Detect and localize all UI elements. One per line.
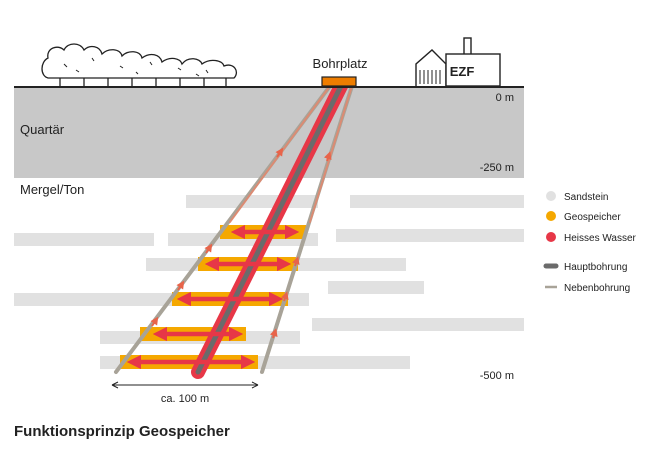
trees-icon — [41, 43, 238, 86]
ezf-label: EZF — [450, 64, 475, 79]
depth-label-bottom: -500 m — [480, 370, 514, 382]
sandstone-band — [350, 195, 524, 208]
legend-marker-sandstone — [546, 191, 556, 201]
legend: Sandstein Geospeicher Heisses Wasser Hau… — [543, 191, 637, 294]
sandstone-band — [328, 281, 424, 294]
side-arrow-left — [204, 243, 213, 254]
side-arrow-left — [275, 147, 284, 158]
ezf-building-icon — [415, 37, 501, 87]
sandstone-band — [336, 229, 524, 242]
legend-label: Hauptbohrung — [564, 262, 627, 273]
sandstone-band — [186, 195, 318, 208]
side-arrow-left — [176, 280, 185, 291]
legend-marker-storage — [546, 211, 556, 221]
legend-marker-hot-water — [546, 232, 556, 242]
legend-label: Geospeicher — [564, 212, 621, 223]
drill-pad — [321, 76, 357, 87]
dimension-label: ca. 100 m — [161, 393, 209, 405]
side-arrow-left — [150, 316, 159, 327]
flow-arrows — [126, 224, 300, 370]
legend-label: Sandstein — [564, 192, 608, 203]
side-arrow-right — [323, 151, 332, 162]
side-arrow-right — [269, 328, 278, 339]
sandstone-band — [312, 318, 524, 331]
depth-label-mid: -250 m — [480, 162, 514, 174]
depth-label-surface: 0 m — [496, 92, 514, 104]
drill-site-label: Bohrplatz — [313, 56, 368, 71]
sandstone-band — [14, 233, 154, 246]
side-arrow-right — [280, 291, 289, 302]
legend-label: Heisses Wasser — [564, 233, 637, 244]
quaternary-layer — [14, 88, 524, 178]
quaternary-label: Quartär — [20, 122, 65, 137]
legend-label: Nebenbohrung — [564, 283, 630, 294]
side-bore-arrows — [150, 147, 332, 339]
dimension-line — [111, 381, 259, 389]
side-arrow-right — [291, 256, 300, 267]
diagram-caption: Funktionsprinzip Geospeicher — [14, 423, 230, 440]
marl-label: Mergel/Ton — [20, 182, 84, 197]
